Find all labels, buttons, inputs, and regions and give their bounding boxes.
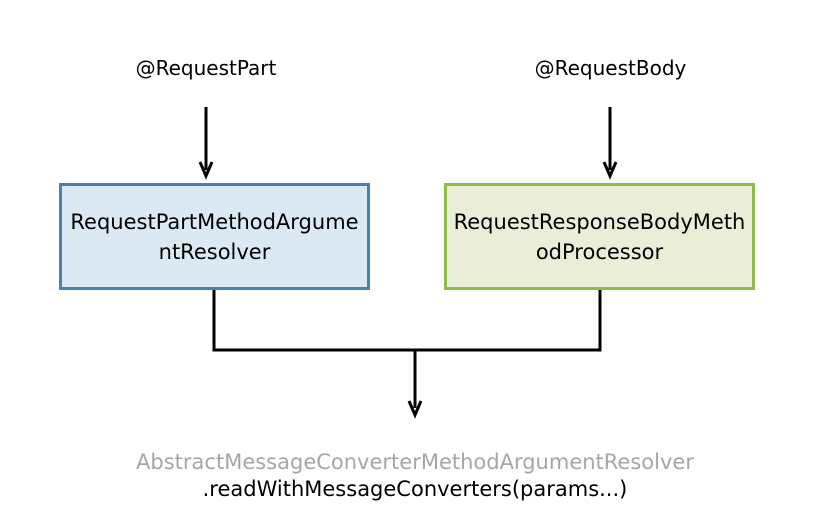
requestresponsebody-processor-label: RequestResponseBodyMethodProcessor (453, 209, 746, 264)
requestpart-annotation-label: @RequestPart (135, 56, 277, 80)
merge-connector (212, 290, 602, 352)
requestresponsebody-processor-box: RequestResponseBodyMethodProcessor (444, 183, 755, 290)
arrowhead-requestbody (602, 161, 618, 180)
arrowhead-to-target (407, 400, 423, 419)
target-class-name: AbstractMessageConverterMethodArgumentRe… (136, 450, 694, 474)
target-method-call: .readWithMessageConverters(params...) (202, 477, 628, 501)
requestpart-resolver-box: RequestPartMethodArgumentResolver (59, 183, 370, 290)
requestbody-annotation-label: @RequestBody (534, 56, 687, 80)
arrowhead-requestpart (198, 161, 214, 180)
requestpart-resolver-label: RequestPartMethodArgumentResolver (70, 209, 359, 264)
